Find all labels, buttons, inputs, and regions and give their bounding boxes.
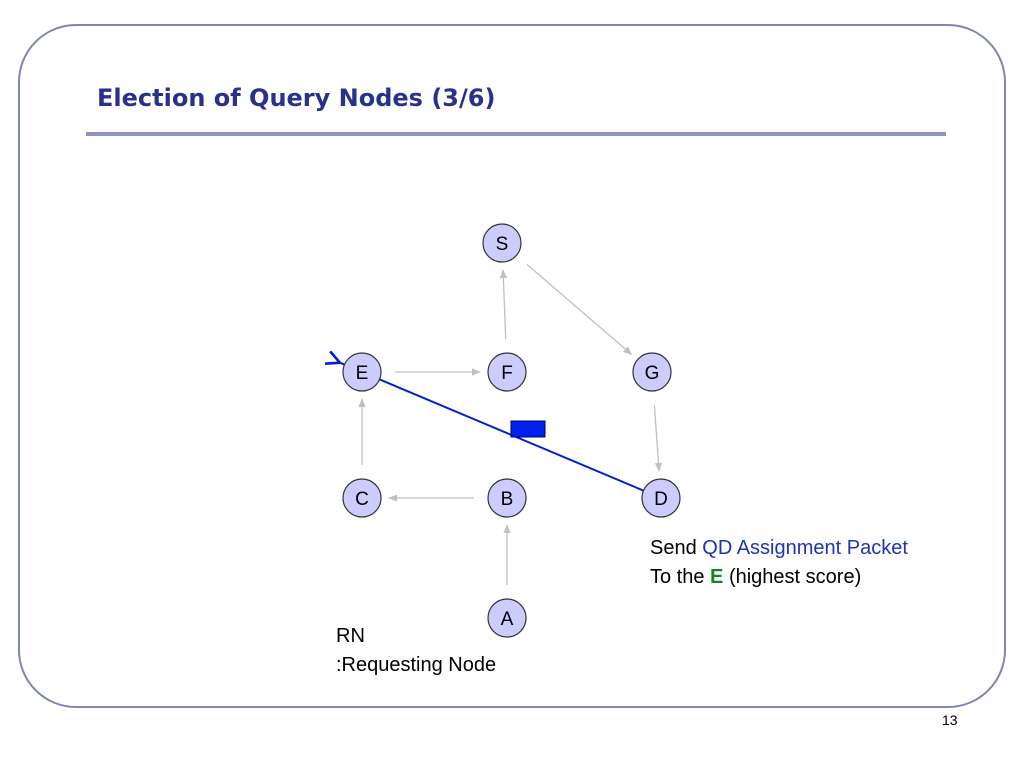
node-circle bbox=[342, 478, 382, 518]
node-circle bbox=[487, 478, 527, 518]
node-label: S bbox=[496, 234, 509, 255]
target-node-label: E bbox=[710, 566, 724, 588]
node-label: F bbox=[501, 363, 513, 384]
rn-description: :Requesting Node bbox=[336, 654, 497, 676]
send-line: Send QD Assignment Packet bbox=[650, 534, 908, 563]
to-prefix: To the bbox=[650, 566, 711, 588]
slide-title: Election of Query Nodes (3/6) bbox=[97, 84, 496, 112]
node-d: D bbox=[641, 478, 681, 518]
node-f: F bbox=[487, 352, 527, 392]
node-g: G bbox=[632, 352, 672, 392]
node-a: A bbox=[487, 598, 527, 638]
edge-f-to-s bbox=[499, 269, 508, 340]
node-label: C bbox=[355, 489, 369, 510]
slide-frame bbox=[18, 24, 1006, 708]
to-suffix: (highest score) bbox=[723, 566, 862, 588]
node-label: A bbox=[501, 609, 514, 630]
node-circle bbox=[482, 223, 522, 263]
node-e: E bbox=[342, 352, 382, 392]
node-b: B bbox=[487, 478, 527, 518]
packet-icon bbox=[510, 420, 546, 438]
node-circle bbox=[487, 598, 527, 638]
node-circle bbox=[641, 478, 681, 518]
node-label: E bbox=[356, 363, 369, 384]
send-prefix: Send bbox=[650, 537, 703, 559]
send-caption: Send QD Assignment Packet To the E (high… bbox=[650, 534, 908, 592]
target-line: To the E (highest score) bbox=[650, 563, 908, 592]
page-number: 13 bbox=[942, 712, 958, 728]
rn-caption: RN :Requesting Node bbox=[336, 622, 496, 680]
title-underline bbox=[86, 132, 946, 136]
edge-g-to-d bbox=[653, 404, 663, 472]
node-circle bbox=[342, 352, 382, 392]
node-label: D bbox=[654, 489, 668, 510]
node-label: G bbox=[645, 363, 660, 384]
node-circle bbox=[632, 352, 672, 392]
node-circle bbox=[487, 352, 527, 392]
node-c: C bbox=[342, 478, 382, 518]
node-s: S bbox=[482, 223, 522, 263]
rn-label: RN bbox=[336, 625, 365, 647]
edge-s-to-g bbox=[526, 264, 633, 355]
node-label: B bbox=[501, 489, 514, 510]
qd-packet-label: QD Assignment Packet bbox=[702, 537, 908, 559]
edge-d-to-e bbox=[340, 363, 676, 505]
